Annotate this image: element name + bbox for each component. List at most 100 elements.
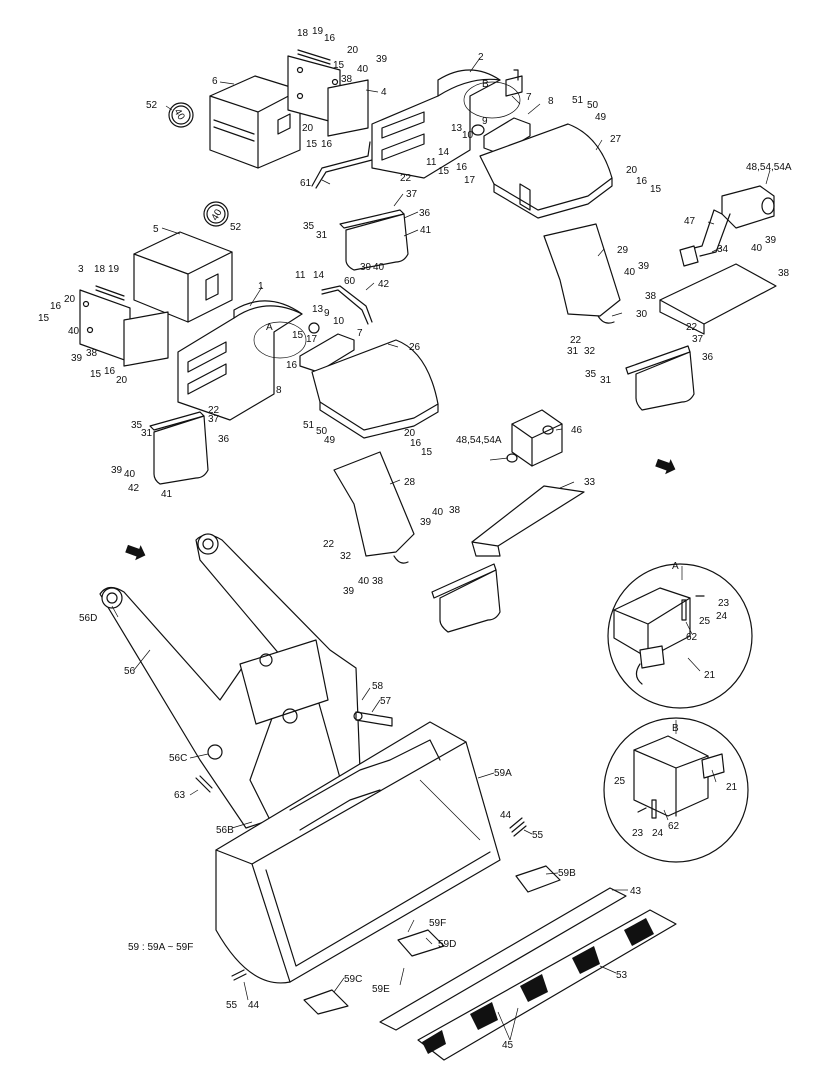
- bucket-59A: [215, 721, 501, 984]
- part-label: 4: [381, 87, 387, 98]
- part-label: 38: [86, 348, 98, 359]
- part-label: 7: [526, 92, 532, 103]
- decal-badge-lower: 40: [203, 201, 229, 227]
- part-label: 16: [321, 139, 333, 150]
- part-label: 20: [116, 375, 128, 386]
- part-label: 51: [303, 420, 315, 431]
- part-label: 22: [323, 539, 335, 550]
- mounting-bracket-lower: [79, 285, 169, 367]
- part-label: 14: [438, 147, 450, 158]
- part-label: 10: [462, 130, 474, 141]
- part-label: 37: [406, 189, 418, 200]
- part-label: 2: [478, 52, 484, 63]
- part-label: 8: [276, 385, 282, 396]
- part-label: 24: [716, 611, 728, 622]
- part-label: 35: [131, 420, 143, 431]
- part-label: 59A: [494, 768, 512, 779]
- direction-arrow-left: [125, 544, 146, 561]
- mudflap-center-36: [431, 563, 501, 633]
- mounting-bracket-upper: [287, 49, 369, 137]
- part-label: 31: [316, 230, 328, 241]
- mirror-bracket-46: [506, 409, 563, 467]
- part-label: 59B: [558, 868, 576, 879]
- part-label: 15: [650, 184, 662, 195]
- part-label: 49: [324, 435, 336, 446]
- part-label: 59D: [438, 939, 456, 950]
- part-label: 36: [218, 434, 230, 445]
- detail-view-A: [607, 563, 753, 709]
- part-label: 7: [357, 328, 363, 339]
- part-label: 17: [464, 175, 476, 186]
- part-label: 21: [704, 670, 716, 681]
- part-label: 40: [68, 326, 80, 337]
- fender-left-1: [177, 300, 320, 421]
- part-label: 62: [668, 821, 680, 832]
- part-label: 16: [410, 438, 422, 449]
- part-label: 25: [699, 616, 711, 627]
- part-label: 40: [373, 262, 385, 273]
- decal-badge-upper: 40: [168, 102, 194, 128]
- part-label: 9: [482, 116, 488, 127]
- part-label: 10: [333, 316, 345, 327]
- part-label: 8: [548, 96, 554, 107]
- part-label: 51: [572, 95, 584, 106]
- part-label: 40: [432, 507, 444, 518]
- part-label: 49: [595, 112, 607, 123]
- part-label: 57: [380, 696, 392, 707]
- part-label: 59F: [429, 918, 446, 929]
- part-label: 21: [726, 782, 738, 793]
- part-label: 19: [108, 264, 120, 275]
- part-label: 39: [343, 586, 355, 597]
- mirror-arm-47: [679, 185, 775, 267]
- part-label: 30: [636, 309, 648, 320]
- boom-arm-56: [99, 533, 361, 829]
- callout-B-label: B: [482, 79, 489, 90]
- part-label: 59C: [344, 974, 362, 985]
- part-label: 19: [312, 26, 324, 37]
- part-label: 56: [124, 666, 136, 677]
- callout-A-label: A: [266, 322, 273, 333]
- part-label: 38: [449, 505, 461, 516]
- part-label: 13: [312, 304, 324, 315]
- part-label: 9: [324, 308, 330, 319]
- part-label: 11: [426, 157, 437, 168]
- part-label: 24: [652, 828, 664, 839]
- part-label: 15: [90, 369, 102, 380]
- part-label: 15: [292, 330, 304, 341]
- part-label: 50: [587, 100, 599, 111]
- part-label: 16: [104, 366, 116, 377]
- latch-B: [505, 69, 523, 97]
- bucket-tooth-59B: [515, 865, 561, 893]
- mudguard-28: [333, 451, 415, 564]
- fender-26: [311, 339, 439, 439]
- edge-guard-45-53: [417, 909, 677, 1061]
- part-label: 53: [616, 970, 628, 981]
- callout-B-label: B: [672, 723, 679, 734]
- part-label: 48,54,54A: [746, 162, 792, 173]
- part-label: 18: [297, 28, 309, 39]
- part-label: 56B: [216, 825, 234, 836]
- badge-text: 40: [210, 207, 225, 223]
- part-label: 62: [686, 632, 698, 643]
- part-label: 45: [502, 1040, 514, 1051]
- part-label: 11: [295, 270, 306, 281]
- mudflap-right-36: [625, 345, 695, 411]
- part-label: 16: [50, 301, 62, 312]
- part-label: 32: [340, 551, 352, 562]
- pin-57: [353, 711, 393, 727]
- part-label: 56C: [169, 753, 187, 764]
- part-label: 28: [404, 477, 416, 488]
- part-label: 22: [208, 405, 220, 416]
- part-label: 33: [584, 477, 596, 488]
- part-label: 32: [584, 346, 596, 357]
- handle-60: [321, 285, 373, 325]
- part-label: 37: [208, 414, 220, 425]
- part-label: 23: [632, 828, 644, 839]
- part-label: 31: [141, 428, 153, 439]
- part-label: 39: [360, 262, 372, 273]
- part-label: 17: [306, 334, 318, 345]
- bucket-tooth-59D: [397, 929, 445, 957]
- part-label: 38: [645, 291, 657, 302]
- part-label: 40: [751, 243, 763, 254]
